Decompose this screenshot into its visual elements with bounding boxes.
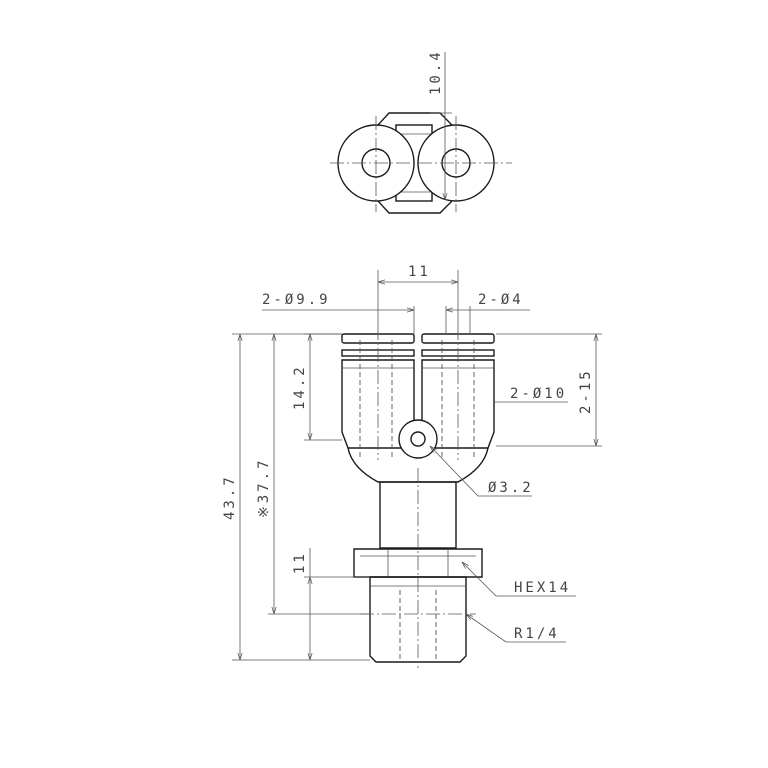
front-view — [341, 326, 495, 668]
top-view — [330, 52, 512, 214]
dim-insert-depth: 2-15 — [578, 368, 594, 414]
dim-top-offset: 10.4 — [428, 49, 444, 95]
dimension-lines — [232, 270, 602, 661]
dim-socket-length: 14.2 — [292, 364, 308, 410]
dim-body-dia: 2-Ø10 — [510, 386, 567, 402]
dim-pitch: 11 — [408, 264, 431, 280]
dim-effective-height: ※37.7 — [256, 458, 272, 518]
dim-tube-od: 2-Ø9.9 — [262, 292, 331, 308]
dim-hex: HEX14 — [514, 580, 571, 596]
dim-tube-id: 2-Ø4 — [478, 292, 524, 308]
dim-mount-hole: Ø3.2 — [488, 480, 534, 496]
dim-overall-height: 43.7 — [222, 474, 238, 520]
dim-thread: R1/4 — [514, 626, 560, 642]
dim-thread-length: 11 — [292, 551, 308, 574]
